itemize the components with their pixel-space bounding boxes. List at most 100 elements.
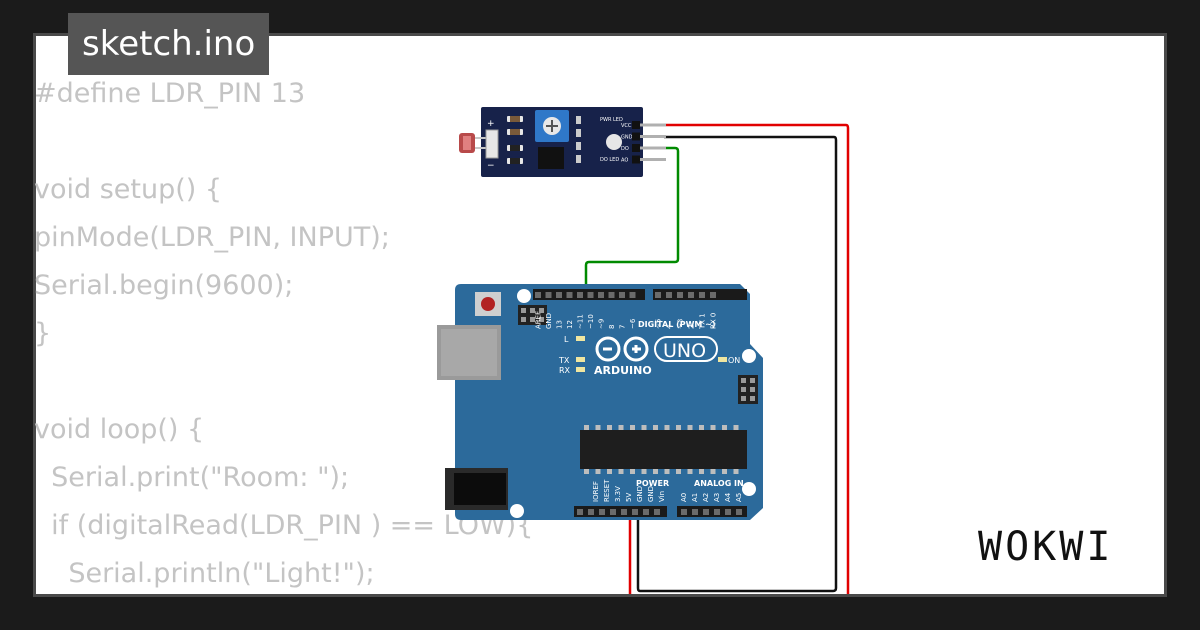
chip-pin (584, 469, 589, 474)
code-line: Serial.print("Room: "); (34, 462, 350, 493)
code-line: } (34, 318, 52, 349)
chip-pin (676, 469, 681, 474)
digital-pin-label: 8 (608, 325, 616, 329)
digital-pin-label: GND (545, 313, 553, 329)
analog-pin-label: A0 (680, 493, 688, 502)
digital-pin-label: ~6 (629, 318, 637, 329)
icsp-pin[interactable] (539, 308, 544, 313)
digital-pin-4[interactable] (666, 292, 672, 298)
chip-pin (664, 425, 670, 430)
vcc-wire[interactable] (664, 123, 850, 600)
do-led-label: DO LED (600, 157, 619, 163)
pwr-led-label: PWR LED (600, 117, 623, 123)
digital-pin-label: ~10 (587, 314, 595, 329)
analog-header-pin[interactable] (714, 509, 720, 515)
analog-header-label: ANALOG IN (694, 479, 744, 488)
code-line: Serial.begin(9600); (34, 270, 294, 301)
digital-pin-2[interactable] (688, 292, 694, 298)
chip-pin (641, 469, 647, 474)
digital-pin-label: 2 (688, 325, 696, 329)
power-header-pin[interactable] (621, 509, 627, 515)
digital-pin-5[interactable] (655, 292, 661, 298)
digital-pin-tx1[interactable] (699, 292, 705, 298)
analog-header-pin[interactable] (703, 509, 709, 515)
analog-header-pin[interactable] (725, 509, 731, 515)
analog-header-pin[interactable] (692, 509, 698, 515)
led-indicator (606, 134, 622, 150)
icsp-pin[interactable] (741, 396, 746, 401)
digital-pin-6[interactable] (629, 292, 636, 298)
icsp-pin[interactable] (530, 317, 535, 322)
icsp-pin[interactable] (750, 396, 755, 401)
power-header-pin[interactable] (588, 509, 594, 515)
icsp-pin[interactable] (750, 387, 755, 392)
chip-pin (653, 425, 658, 430)
analog-pin-label: A4 (724, 492, 732, 502)
power-header-pin[interactable] (632, 509, 638, 515)
icsp-pin[interactable] (539, 317, 544, 322)
chip-pin (618, 469, 624, 474)
file-tab-sketch[interactable]: sketch.ino (68, 13, 270, 75)
digital-pin-label: RX 0 (710, 313, 718, 329)
icsp-pin[interactable] (521, 308, 526, 313)
digital-pin-label: TX 1 (699, 313, 707, 330)
power-header-pin[interactable] (599, 509, 605, 515)
module-pin-do[interactable] (640, 146, 666, 150)
chip-pin (699, 425, 704, 430)
power-header-pin[interactable] (654, 509, 660, 515)
comparator-chip (538, 147, 564, 169)
icsp-pin[interactable] (741, 387, 746, 392)
module-pin-ao[interactable] (640, 158, 666, 161)
digital-pin-13[interactable] (556, 292, 562, 298)
led-on-label: ON (728, 356, 740, 365)
digital-pin-label: 12 (566, 320, 574, 329)
digital-pin-label: 4 (666, 324, 674, 329)
icsp-pin[interactable] (750, 378, 755, 383)
chip-pin (710, 425, 716, 430)
digital-pin-8[interactable] (608, 292, 615, 298)
chip-pin (607, 469, 612, 474)
module-plus-label: + (487, 119, 495, 129)
digital-pin-aref[interactable] (535, 292, 541, 298)
chip-pin (722, 469, 727, 474)
digital-pin-rx0[interactable] (710, 292, 716, 298)
icsp-pin[interactable] (521, 317, 526, 322)
module-pin-label: DO (621, 146, 629, 152)
power-pin-label: GND (647, 486, 655, 502)
digital-pin-9[interactable] (598, 292, 604, 298)
digital-pin-3[interactable] (677, 292, 683, 298)
digital-pin-12[interactable] (566, 292, 573, 298)
analog-header-pin[interactable] (681, 509, 687, 515)
code-line: pinMode(LDR_PIN, INPUT); (34, 222, 390, 253)
reset-button[interactable] (481, 297, 495, 311)
digital-pin-7[interactable] (619, 292, 625, 298)
power-header-pin[interactable] (643, 509, 649, 515)
icsp-pin[interactable] (530, 308, 535, 313)
digital-pin-label: ~11 (577, 314, 585, 329)
module-pin-socket (632, 132, 640, 141)
digital-pin-11[interactable] (577, 292, 583, 298)
power-pin-label: Vin (658, 491, 666, 502)
power-header-pin[interactable] (610, 509, 616, 515)
power-header-label: POWER (636, 479, 669, 488)
digital-pin-gnd[interactable] (545, 292, 552, 298)
analog-header-pin[interactable] (736, 509, 742, 515)
module-pin-socket (632, 144, 640, 152)
module-pin-vcc[interactable] (640, 123, 666, 127)
power-header-pin[interactable] (577, 509, 583, 515)
wires (584, 123, 850, 600)
chip-pin (676, 425, 681, 430)
wokwi-logo: WOKWI (978, 524, 1114, 570)
module-pin-label: AO (621, 158, 628, 164)
chip-pin (653, 469, 658, 474)
chip-pin (722, 425, 727, 430)
digital-pin-label: 13 (556, 320, 564, 329)
digital-pin-10[interactable] (587, 292, 594, 298)
icsp-pin[interactable] (741, 378, 746, 383)
module-pin-gnd[interactable] (640, 135, 666, 138)
gnd-wire[interactable] (636, 135, 838, 593)
do-signal-wire[interactable] (584, 146, 680, 296)
